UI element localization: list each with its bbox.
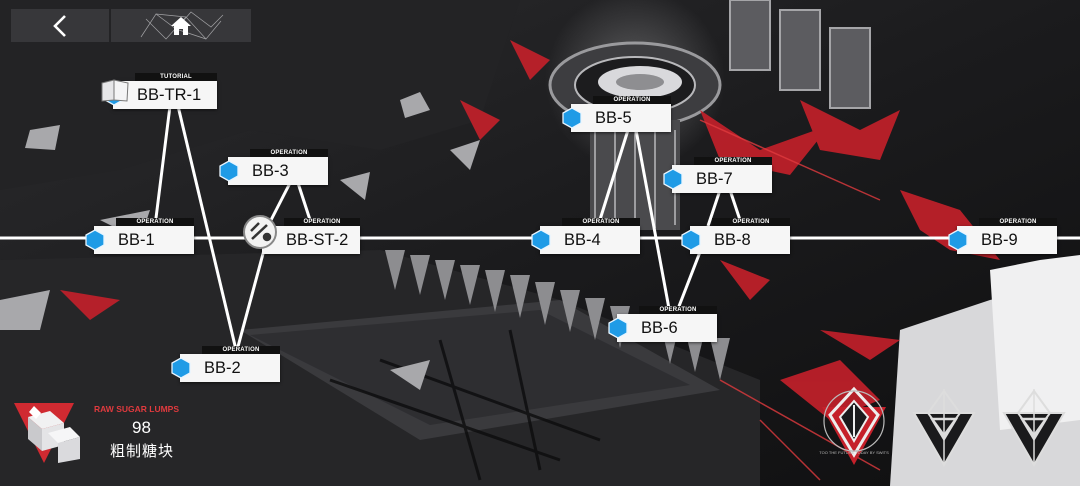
stage-code: BB-7 — [672, 165, 772, 193]
emblem-active[interactable]: TOO THE FUTURE TODAY BY SWITS — [818, 385, 890, 480]
stage-type-tag: OPERATION — [694, 157, 772, 165]
stage-code: BB-5 — [571, 104, 671, 132]
stage-code: BB-3 — [228, 157, 328, 185]
stage-type-tag: OPERATION — [979, 218, 1057, 226]
stage-hex-icon — [947, 229, 969, 251]
emblem-locked-1[interactable] — [910, 385, 978, 480]
back-arrow-icon — [52, 14, 68, 38]
emblem-locked-2[interactable] — [1000, 385, 1068, 480]
stage-type-tag: OPERATION — [639, 306, 717, 314]
stage-hex-icon — [218, 160, 240, 182]
home-icon — [170, 16, 192, 36]
stage-code: BB-6 — [617, 314, 717, 342]
stage-type-tag: OPERATION — [116, 218, 194, 226]
stage-code: BB-9 — [957, 226, 1057, 254]
back-button[interactable] — [11, 9, 109, 42]
stage-code: BB-ST-2 — [262, 226, 360, 254]
resource-counter[interactable]: RAW SUGAR LUMPS 98 粗制糖块 — [14, 403, 204, 467]
stage-hex-icon — [561, 107, 583, 129]
stage-hex-icon — [662, 168, 684, 190]
stage-type-tag: OPERATION — [712, 218, 790, 226]
stage-hex-icon — [84, 229, 106, 251]
stage-code: BB-4 — [540, 226, 640, 254]
stage-code: BB-TR-1 — [113, 81, 217, 109]
stage-hex-icon — [530, 229, 552, 251]
stage-code: BB-2 — [180, 354, 280, 382]
resource-count: 98 — [132, 418, 151, 437]
stage-type-tag: OPERATION — [593, 96, 671, 104]
resource-label: RAW SUGAR LUMPS — [94, 404, 179, 414]
story-node-icon[interactable] — [243, 215, 277, 249]
stage-type-tag: OPERATION — [202, 346, 280, 354]
stage-hex-icon — [680, 229, 702, 251]
resource-name: 粗制糖块 — [110, 442, 175, 460]
stage-type-tag: TUTORIAL — [135, 73, 217, 81]
tutorial-book-icon — [100, 77, 130, 103]
home-button[interactable] — [111, 9, 251, 42]
stage-type-tag: OPERATION — [562, 218, 640, 226]
stage-hex-icon — [607, 317, 629, 339]
stage-type-tag: OPERATION — [284, 218, 360, 226]
stage-code: BB-1 — [94, 226, 194, 254]
stage-type-tag: OPERATION — [250, 149, 328, 157]
sugar-cube-icon — [14, 403, 94, 472]
stage-code: BB-8 — [690, 226, 790, 254]
stage-hex-icon — [170, 357, 192, 379]
emblem-caption: TOO THE FUTURE TODAY BY SWITS — [819, 450, 889, 455]
